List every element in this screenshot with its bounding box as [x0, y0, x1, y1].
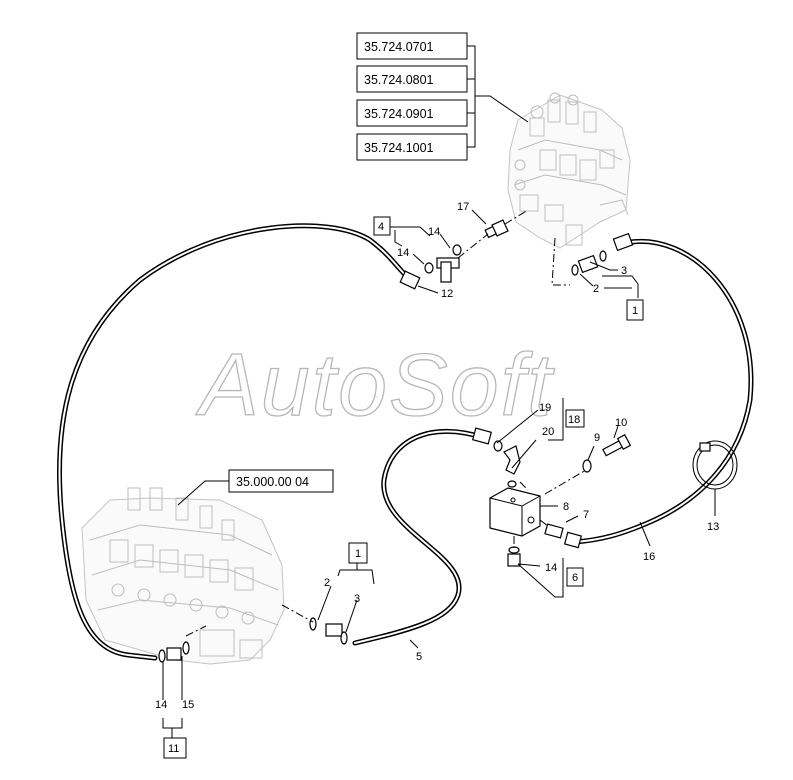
elbow-20: [493, 440, 521, 488]
callout-14-b: 14: [397, 247, 409, 259]
washer-9: [582, 459, 592, 473]
callout-2-lower: 2: [324, 577, 330, 589]
tee-fitting: [424, 244, 462, 283]
callout-box-6: [566, 567, 584, 587]
callouts: 17 4 14 14 12 3 2 1 19 18 20 10 9 8 7 14…: [155, 201, 719, 759]
ref-35-000-00-04: 35.000.00 04: [236, 475, 309, 489]
callout-5: 5: [416, 651, 422, 663]
callout-14-d: 14: [155, 699, 167, 711]
callout-7: 7: [583, 509, 589, 521]
callout-13: 13: [707, 521, 719, 533]
fitting-12-end: [399, 270, 421, 290]
center-lines: [185, 209, 587, 637]
plug-14: [507, 546, 521, 567]
callout-1-upper: 1: [632, 305, 638, 317]
callout-box-4: [373, 216, 391, 236]
ref-35-724-1001: 35.724.1001: [364, 141, 434, 155]
block-8: [489, 487, 541, 537]
callout-18: 18: [568, 414, 580, 426]
upper-control-valve: [507, 92, 631, 249]
callout-15: 15: [182, 699, 194, 711]
fitting-2-3-lower: [309, 617, 348, 645]
clamp-13: [692, 440, 738, 490]
hose-16: [572, 239, 754, 545]
fitting-7: [544, 523, 583, 549]
callout-12: 12: [441, 288, 453, 300]
watermark-small-text: ....: [372, 393, 379, 399]
callout-11: 11: [168, 743, 179, 755]
callout-leaders: [162, 209, 716, 738]
callout-9: 9: [594, 432, 600, 444]
callout-16: 16: [643, 551, 655, 563]
callout-box-18: [565, 409, 585, 428]
callout-box-1-upper: [626, 299, 644, 321]
callout-8: 8: [563, 501, 569, 513]
callout-4: 4: [378, 221, 384, 233]
reference-boxes: 35.724.0701 35.724.0801 35.724.0901 35.7…: [177, 32, 529, 506]
fitting-17: [484, 219, 509, 239]
ref-35-724-0701: 35.724.0701: [364, 40, 434, 54]
callout-3-upper: 3: [621, 265, 627, 277]
lower-control-valve: [81, 487, 285, 665]
callout-3-lower: 3: [354, 593, 360, 605]
callout-14-c: 14: [545, 562, 557, 574]
fitting-2-3-upper: [571, 232, 634, 276]
watermark-text: AutoSoft: [195, 335, 555, 434]
callout-box-11: [163, 737, 187, 759]
callout-10: 10: [615, 417, 627, 429]
callout-19: 19: [539, 402, 551, 414]
hose-5: [352, 428, 488, 646]
ref-35-724-0901: 35.724.0901: [364, 107, 434, 121]
fitting-14-15-lower: [158, 641, 190, 663]
callout-2-upper: 2: [593, 283, 599, 295]
hose-end-19: [471, 427, 493, 445]
bolt-10: [602, 434, 632, 457]
callout-14-a: 14: [428, 226, 440, 238]
callout-6: 6: [572, 572, 578, 584]
callout-17: 17: [457, 201, 469, 213]
callout-box-1-lower: [348, 542, 368, 564]
callout-20: 20: [542, 426, 554, 438]
ref-35-724-0801: 35.724.0801: [364, 73, 434, 87]
hose-left-loop: [56, 223, 415, 661]
callout-1-lower: 1: [355, 548, 361, 560]
